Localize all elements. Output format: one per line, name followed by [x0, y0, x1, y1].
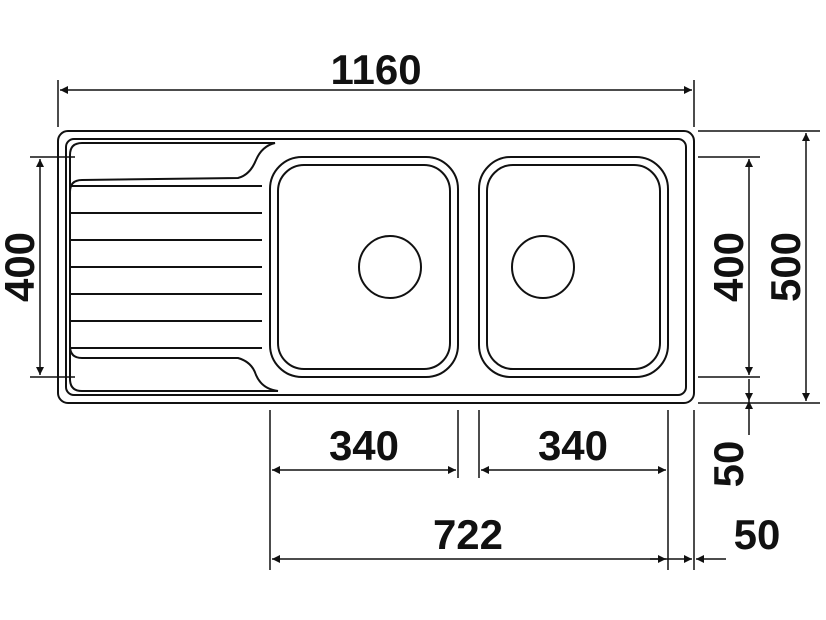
label-overall-depth: 500: [762, 232, 809, 302]
sink-outer-rim: [57, 130, 695, 404]
label-overall-width: 1160: [330, 46, 421, 93]
bowl-right-inner: [486, 164, 661, 370]
drainer-board: [69, 142, 279, 392]
label-bowl1-width: 340: [329, 422, 399, 469]
drain-left: [358, 235, 422, 299]
label-bowls-span: 722: [433, 511, 503, 558]
label-bowl-depth: 400: [705, 232, 752, 302]
drainer-grooves: [70, 185, 262, 349]
bowl-right: [478, 156, 669, 378]
label-bowl2-width: 340: [538, 422, 608, 469]
bowl-left-inner: [277, 164, 451, 370]
bowl-left: [269, 156, 459, 378]
sink-inner-rim: [65, 138, 687, 396]
drain-right: [511, 235, 575, 299]
label-right-offset: 50: [734, 511, 781, 558]
label-front-offset: 50: [705, 441, 752, 488]
label-left-depth: 400: [0, 232, 43, 302]
